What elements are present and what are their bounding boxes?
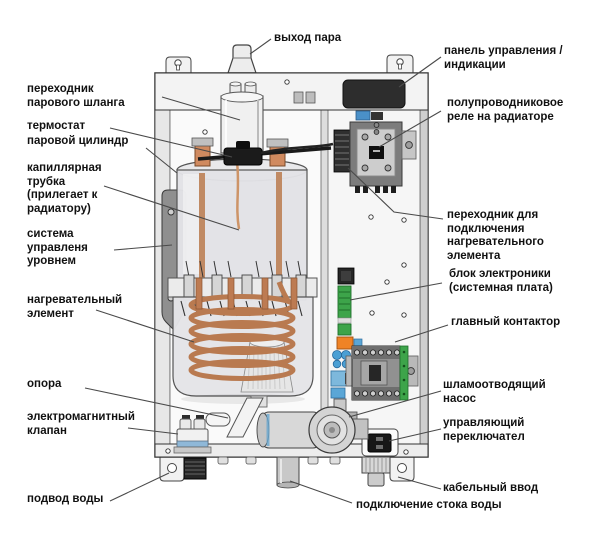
solenoid-valve-graphic [173, 415, 212, 454]
electrode-terminal [194, 144, 211, 167]
steam-cylinder-graphic [161, 81, 334, 408]
steam-outlet-pipe [227, 44, 257, 74]
ssr-relay-graphic [349, 121, 417, 193]
label-blowdown-pump: шламоотводящий насос [443, 379, 546, 405]
label-steam-cylinder: паровой цилиндр [27, 135, 129, 147]
label-control-panel: панель управления / индикации [444, 45, 563, 71]
wall-screws [165, 129, 409, 455]
blowdown-pump-graphic [256, 398, 369, 454]
label-ssr-on-heatsink: полупроводниковое реле на радиаторе [447, 97, 564, 123]
drain-fitting [276, 456, 300, 489]
support-strut [226, 397, 264, 438]
label-cable-entry: кабельный ввод [443, 482, 539, 494]
main-contactor-graphic [345, 345, 419, 401]
label-steam-outlet: выход пара [274, 32, 342, 44]
label-control-switch: управляющий переключател [443, 417, 525, 443]
control-switch-graphic [361, 428, 399, 457]
label-water-inlet: подвод воды [27, 493, 104, 505]
label-heater-connection-adapter: переходник для подключения нагревательно… [447, 209, 544, 262]
cable-gland [361, 456, 391, 487]
pump-valve-graphic [173, 397, 369, 454]
label-electronics-unit: блок электроники (системная плата) [449, 268, 553, 294]
leader-lines [84, 38, 449, 504]
control-panel-display [342, 79, 406, 109]
capillary-tube-graphic [235, 161, 241, 230]
heater-adapter-connector [333, 129, 351, 173]
label-drain-connection: подключение стока воды [356, 499, 502, 511]
label-heating-element: нагревательный элемент [27, 294, 123, 320]
bottom-fittings-graphic [183, 456, 391, 489]
label-steam-hose-adapter: переходник парового шланга [27, 83, 125, 109]
label-level-control-system: система управленя уровнем [27, 228, 88, 267]
label-solenoid-valve: электромагнитный клапан [27, 411, 135, 437]
water-inlet-fitting [183, 457, 207, 480]
label-capillary-tube: капиллярная трубка (прилегает к радиатор… [27, 162, 102, 215]
label-main-contactor: главный контактор [451, 316, 561, 328]
label-thermostat: термостат [27, 120, 86, 132]
label-support: опора [27, 378, 62, 390]
